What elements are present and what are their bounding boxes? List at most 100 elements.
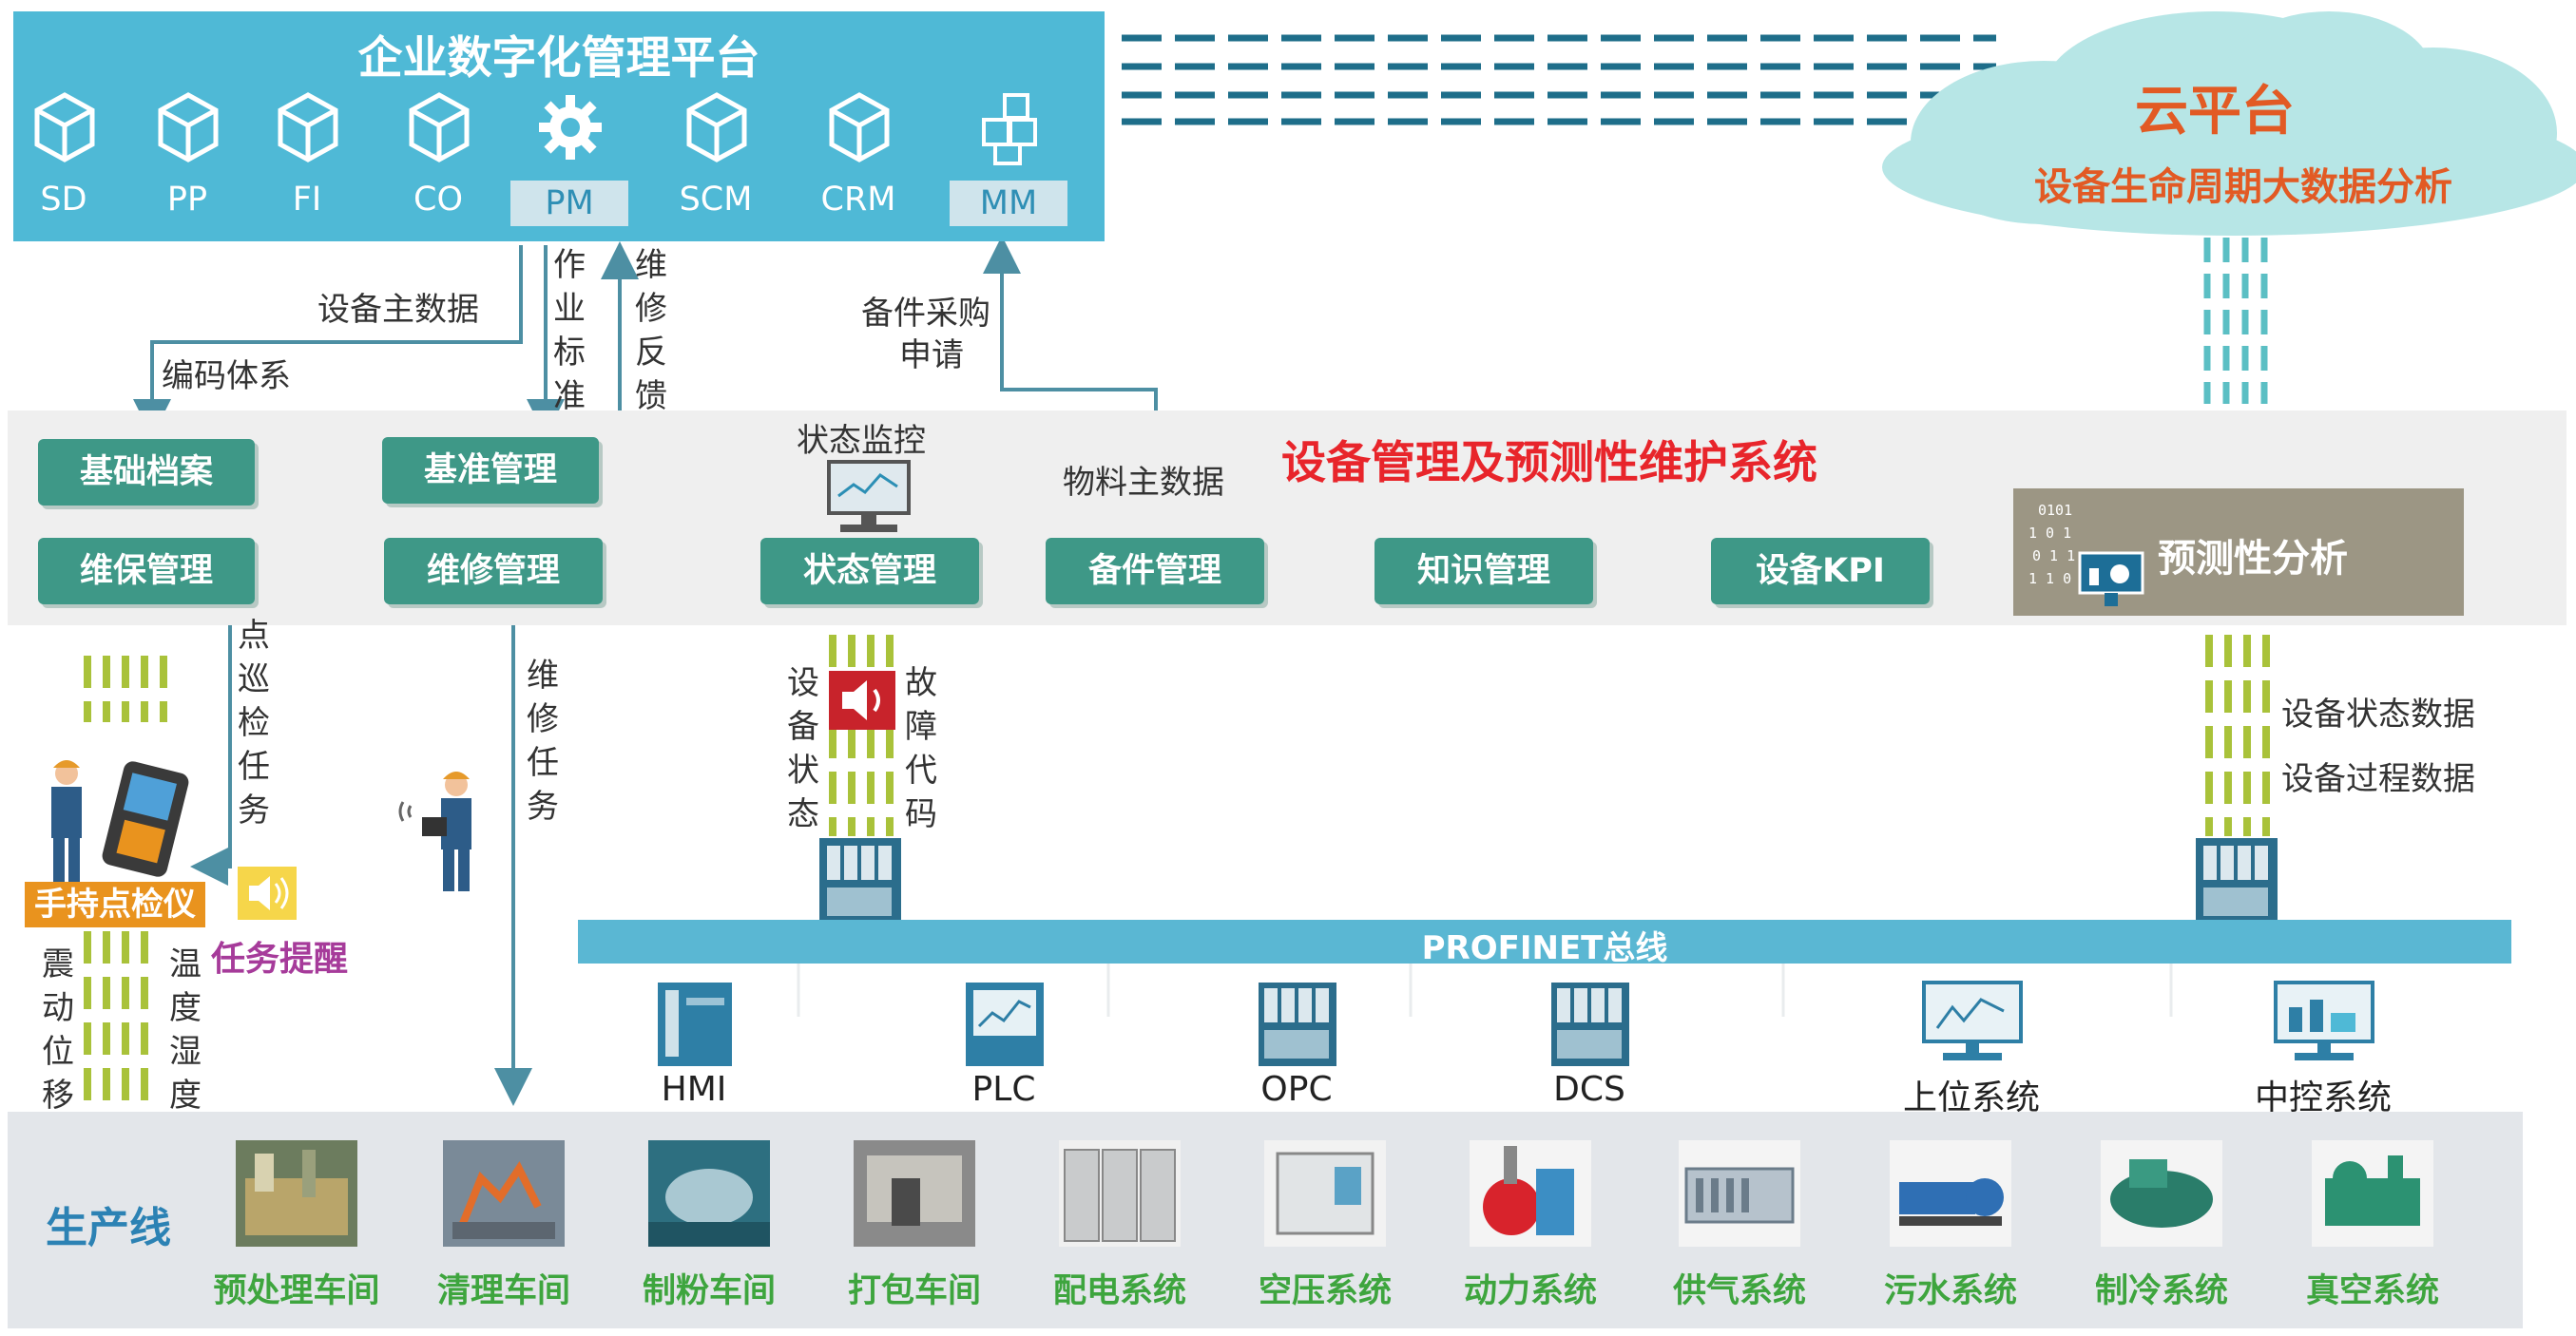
basic-archive-button[interactable]: 基础档案 [38, 439, 255, 506]
workshop-label: 供气系统 [1672, 1272, 1806, 1310]
device-label: 中控系统 [2254, 1078, 2392, 1117]
worker-icon [51, 760, 189, 884]
module-label: PM [510, 181, 628, 226]
workshop-photo [1679, 1140, 1800, 1247]
knowledge-mgmt-button[interactable]: 知识管理 [1375, 538, 1593, 604]
workshop-pretreatment[interactable]: 预处理车间 [194, 1133, 399, 1310]
system-title: 设备管理及预测性维护系统 [1281, 437, 1817, 489]
status-mgmt-button[interactable]: 状态管理 [760, 538, 979, 604]
cube-icon [34, 92, 95, 162]
hmi-panel-icon [658, 983, 732, 1066]
module-scm[interactable]: SCM [652, 86, 779, 228]
flow-label-repair-task: 维修任务 [527, 657, 559, 826]
device-label: 上位系统 [1902, 1078, 2040, 1117]
module-label: SCM [679, 181, 753, 219]
flow-label-work-standard: 作业标准 [553, 246, 586, 415]
svg-text:0101: 0101 [2038, 502, 2072, 519]
monitor-icon [2274, 981, 2374, 1060]
workshop-milling[interactable]: 制粉车间 [606, 1133, 812, 1310]
module-mm[interactable]: MM [945, 86, 1072, 228]
workshop-photo [2312, 1140, 2433, 1247]
device-central-control[interactable]: 中控系统 [2209, 979, 2437, 1117]
flow-label-temp-humidity: 温度湿度 [169, 945, 202, 1115]
module-sd[interactable]: SD [0, 86, 127, 228]
plc-rack-icon [1259, 983, 1336, 1066]
cloud-subtitle: 设备生命周期大数据分析 [2034, 165, 2452, 209]
workshop-photo [854, 1140, 975, 1247]
workshop-label: 动力系统 [1463, 1272, 1597, 1310]
spare-mgmt-button[interactable]: 备件管理 [1046, 538, 1264, 604]
flow-label-coding-system: 编码体系 [162, 357, 291, 395]
profinet-bus [578, 920, 2511, 964]
workshop-cleaning[interactable]: 清理车间 [401, 1133, 606, 1310]
module-co[interactable]: CO [375, 86, 502, 228]
benchmark-mgmt-button[interactable]: 基准管理 [382, 437, 599, 504]
device-hmi[interactable]: HMI [580, 979, 808, 1112]
module-pp[interactable]: PP [124, 86, 251, 228]
workshop-vacuum[interactable]: 真空系统 [2270, 1133, 2475, 1310]
workshop-sewage[interactable]: 污水系统 [1848, 1133, 2053, 1310]
module-crm[interactable]: CRM [795, 86, 922, 228]
workshop-photo [1890, 1140, 2011, 1247]
workshop-label: 打包车间 [847, 1272, 981, 1310]
workshop-photo [1059, 1140, 1181, 1247]
workshop-label: 预处理车间 [213, 1272, 380, 1310]
profinet-bus-label: PROFINET总线 [1421, 929, 1668, 967]
device-opc[interactable]: OPC [1182, 979, 1411, 1112]
cube-icon [409, 92, 470, 162]
production-line-label: 生产线 [46, 1204, 171, 1252]
device-plc[interactable]: PLC [890, 979, 1118, 1112]
cloud-title: 云平台 [2135, 81, 2295, 143]
workshop-photo [648, 1140, 770, 1247]
cube-icon [158, 92, 219, 162]
module-label: SD [40, 181, 87, 219]
workshop-refrigeration[interactable]: 制冷系统 [2059, 1133, 2264, 1310]
plc-rack-icon [2196, 838, 2278, 924]
workshop-power-distribution[interactable]: 配电系统 [1017, 1133, 1222, 1310]
workshop-power-system[interactable]: 动力系统 [1428, 1133, 1633, 1310]
module-pm[interactable]: PM [506, 86, 633, 228]
flow-label-inspection-task: 点巡检任务 [238, 617, 270, 830]
workshop-label: 真空系统 [2305, 1272, 2439, 1310]
predictive-analysis-label: 预测性分析 [2158, 537, 2348, 581]
workshop-air-compression[interactable]: 空压系统 [1222, 1133, 1428, 1310]
device-upper-system[interactable]: 上位系统 [1857, 979, 2086, 1117]
module-fi[interactable]: FI [243, 86, 371, 228]
module-label: PP [166, 181, 208, 219]
equipment-kpi-button[interactable]: 设备KPI [1711, 538, 1930, 604]
module-label: CO [413, 181, 463, 219]
flow-label-status-monitor: 状态监控 [797, 422, 926, 460]
flow-label-repair-feedback: 维修反馈 [635, 246, 667, 415]
device-label: HMI [661, 1070, 727, 1109]
boxes-icon [982, 93, 1037, 165]
speaker-icon [238, 867, 297, 920]
workshop-label: 制冷系统 [2094, 1272, 2228, 1310]
plc-chart-icon [966, 983, 1044, 1066]
flow-label-equipment-status-data: 设备状态数据 [2281, 696, 2475, 734]
workshop-label: 空压系统 [1258, 1272, 1392, 1310]
handheld-device-icon [102, 761, 189, 877]
flow-label-fault-code: 故障代码 [905, 664, 937, 833]
workshop-photo [1470, 1140, 1591, 1247]
task-reminder-label: 任务提醒 [211, 940, 349, 979]
workshop-label: 制粉车间 [642, 1272, 776, 1310]
device-dcs[interactable]: DCS [1475, 979, 1703, 1112]
module-label: CRM [820, 181, 896, 219]
speaker-icon [829, 671, 895, 730]
handheld-inspector-label: 手持点检仪 [25, 882, 205, 927]
erp-title: 企业数字化管理平台 [357, 32, 760, 85]
workshop-gas-supply[interactable]: 供气系统 [1637, 1133, 1842, 1310]
workshop-packing[interactable]: 打包车间 [812, 1133, 1017, 1310]
svg-text:1 1 0: 1 1 0 [2028, 570, 2071, 587]
module-label: MM [950, 181, 1067, 226]
device-label: DCS [1553, 1070, 1625, 1109]
plc-rack-icon [1551, 983, 1629, 1066]
monitor-icon [1922, 981, 2023, 1060]
workshop-label: 清理车间 [436, 1272, 570, 1310]
repair-mgmt-button[interactable]: 维修管理 [384, 538, 603, 604]
plc-rack-icon [819, 838, 901, 924]
maintenance-mgmt-button[interactable]: 维保管理 [38, 538, 255, 604]
